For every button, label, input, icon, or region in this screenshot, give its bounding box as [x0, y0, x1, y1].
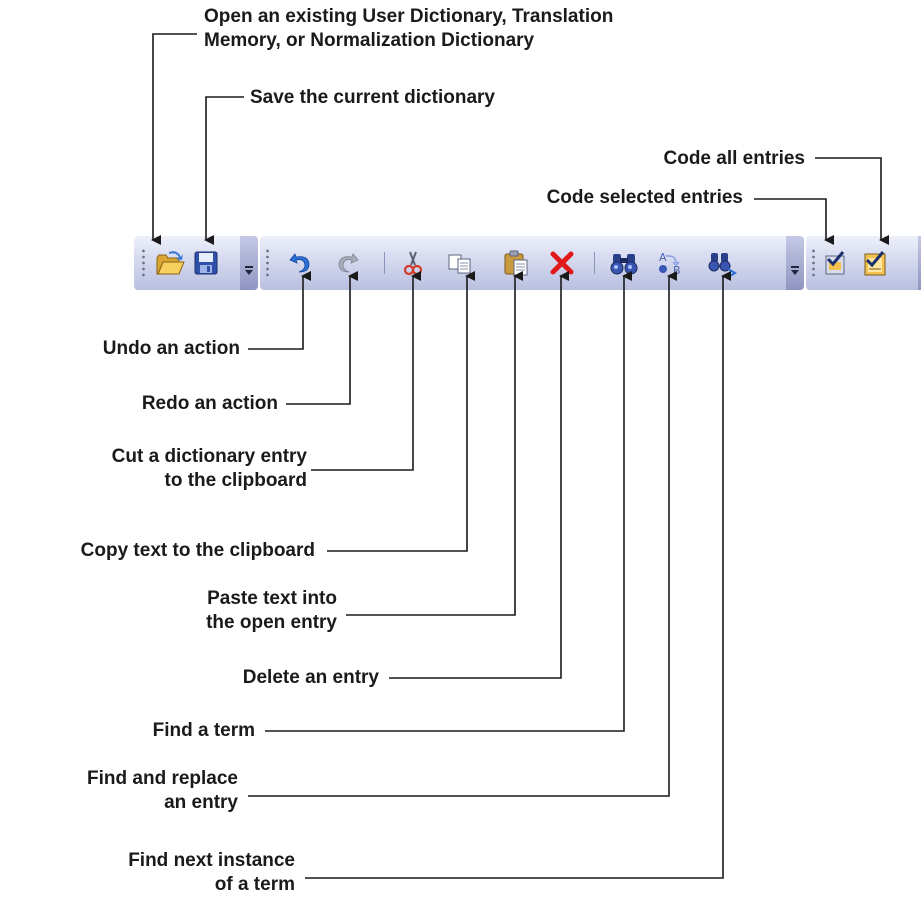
toolbar-separator	[384, 252, 385, 274]
toolbar-overflow-chevron[interactable]	[240, 236, 258, 290]
callout-save: Save the current dictionary	[250, 87, 495, 108]
toolbar-overflow-chevron[interactable]	[786, 236, 804, 290]
callout-cut: Cut a dictionary entry to the clipboard	[111, 446, 307, 491]
callout-delete: Delete an entry	[242, 667, 379, 688]
leader-delete	[389, 271, 569, 679]
callout-undo: Undo an action	[102, 338, 240, 359]
leader-copy	[327, 271, 475, 552]
callout-find: Find a term	[152, 720, 255, 741]
callout-code-selected: Code selected entries	[546, 187, 743, 208]
callout-paste: Paste text into the open entry	[206, 588, 337, 633]
toolbar-grip[interactable]	[142, 248, 145, 278]
leader-replace	[248, 271, 677, 797]
open-button[interactable]	[153, 245, 187, 281]
folder-open-icon	[156, 251, 185, 275]
callout-replace: Find and replace an entry	[87, 768, 238, 813]
toolbar-separator	[594, 252, 595, 274]
leader-save	[204, 96, 244, 245]
callout-copy: Copy text to the clipboard	[80, 540, 315, 561]
floppy-disk-icon	[194, 251, 218, 275]
undo-button[interactable]	[283, 245, 317, 281]
leader-find-next	[305, 271, 731, 879]
find-replace-ab-icon: A B	[659, 251, 681, 277]
leader-undo	[248, 271, 311, 350]
delete-button[interactable]	[545, 245, 579, 281]
callout-redo: Redo an action	[141, 393, 278, 414]
leader-open	[151, 33, 197, 245]
leader-code-selected	[754, 198, 834, 245]
svg-text:A: A	[659, 251, 667, 264]
find-button[interactable]	[607, 245, 641, 281]
toolbar-overflow-chevron[interactable]	[918, 236, 921, 290]
save-button[interactable]	[189, 245, 223, 281]
code-all-check-icon	[864, 251, 886, 276]
binoculars-icon	[610, 254, 638, 275]
paste-button[interactable]	[499, 245, 533, 281]
leader-cut	[311, 271, 421, 471]
callout-open: Open an existing User Dictionary, Transl…	[204, 6, 614, 51]
file-toolbar	[134, 236, 258, 290]
copy-button[interactable]	[443, 245, 477, 281]
find-next-button[interactable]	[706, 245, 740, 281]
leader-find	[265, 271, 632, 732]
svg-text:B: B	[673, 264, 681, 277]
callout-find-next: Find next instance of a term	[128, 850, 295, 895]
find-replace-button[interactable]: A B	[654, 245, 688, 281]
leader-redo	[286, 271, 358, 405]
red-x-delete-icon	[550, 251, 574, 275]
code-toolbar	[806, 236, 921, 290]
code-selected-button[interactable]	[818, 245, 852, 281]
clipboard-paste-icon	[504, 250, 528, 276]
callout-code-all: Code all entries	[663, 148, 806, 169]
toolbar-grip[interactable]	[812, 248, 815, 278]
undo-arrow-icon	[289, 253, 310, 273]
find-next-binoculars-icon	[708, 253, 737, 277]
code-selected-check-icon	[825, 251, 845, 275]
toolbar-grip[interactable]	[266, 248, 269, 278]
copy-pages-icon	[448, 254, 471, 274]
code-all-button[interactable]	[858, 245, 892, 281]
leader-code-all	[815, 157, 889, 245]
leader-paste	[346, 271, 523, 616]
